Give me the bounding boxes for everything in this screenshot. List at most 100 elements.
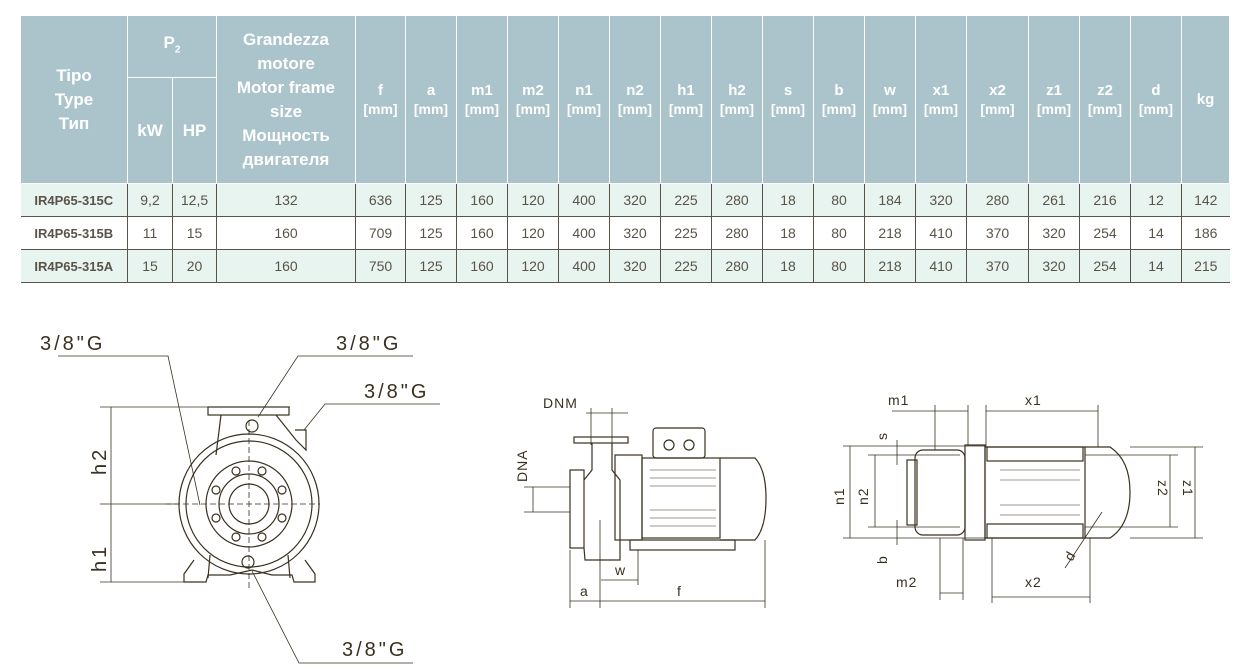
dimension-cell: 216 xyxy=(1079,183,1131,217)
header-dim: d[mm] xyxy=(1130,15,1182,184)
header-dim-label: h2 xyxy=(728,81,746,99)
dimension-cell: 80 xyxy=(813,249,865,283)
dimension-cell: 14 xyxy=(1130,216,1182,250)
header-unit: [mm] xyxy=(821,100,857,117)
header-dim: n1[mm] xyxy=(558,15,610,184)
header-hp: HP xyxy=(172,77,217,184)
header-dim: f[mm] xyxy=(355,15,406,184)
dimension-cell: 400 xyxy=(558,249,610,283)
frame-cell: 132 xyxy=(216,183,356,217)
frame-cell: 160 xyxy=(216,216,356,250)
header-dim: m1[mm] xyxy=(456,15,508,184)
kw-cell: 11 xyxy=(127,216,173,250)
header-p2: P2 xyxy=(127,15,217,78)
header-unit: [mm] xyxy=(464,100,500,117)
header-type-ru: Тип xyxy=(58,113,90,133)
header-frame-line: двигателя xyxy=(242,149,330,169)
header-unit: [mm] xyxy=(1087,100,1123,117)
dim-a-label: a xyxy=(580,583,589,599)
type-cell: IR4P65-315B xyxy=(20,216,128,250)
dimension-cell: 370 xyxy=(966,216,1029,250)
header-unit: [mm] xyxy=(923,100,959,117)
bracket xyxy=(614,454,643,541)
motor-fins xyxy=(650,469,716,527)
header-dim: n2[mm] xyxy=(609,15,661,184)
suction-flange xyxy=(569,469,585,549)
dimension-cell: 261 xyxy=(1028,183,1080,217)
dim-x2-label: x2 xyxy=(1025,574,1042,590)
header-dim: z1[mm] xyxy=(1028,15,1080,184)
port-label: 3/8"G xyxy=(364,381,429,403)
header-unit: [mm] xyxy=(413,100,449,117)
header-frame-line: Мощность xyxy=(242,125,330,145)
dim-d-label: d xyxy=(1061,548,1079,564)
port-plug-bottom xyxy=(241,555,255,569)
dimension-cell: 254 xyxy=(1079,249,1131,283)
terminal-box xyxy=(652,427,706,459)
header-unit: [mm] xyxy=(617,100,653,117)
leader-lines xyxy=(58,355,440,664)
kw-cell: 9,2 xyxy=(127,183,173,217)
header-dim-label: n2 xyxy=(626,81,644,99)
dim-dna-label: DNA xyxy=(514,449,530,482)
dimension-cell: 320 xyxy=(1028,216,1080,250)
dimension-cell: 160 xyxy=(456,216,508,250)
header-p2-label: P xyxy=(163,32,175,52)
header-dim: s[mm] xyxy=(762,15,814,184)
dimension-cell: 709 xyxy=(355,216,406,250)
motor-body xyxy=(641,457,721,539)
weight-cell: 186 xyxy=(1181,216,1230,250)
volute-outline xyxy=(215,414,307,456)
dimension-cell: 125 xyxy=(405,249,457,283)
header-dim: h1[mm] xyxy=(660,15,712,184)
motor-fan-cover xyxy=(720,457,767,541)
header-dim: x1[mm] xyxy=(915,15,967,184)
header-dim-label: x2 xyxy=(989,81,1006,99)
header-frame-line: Motor frame xyxy=(236,77,336,97)
dimension-cell: 320 xyxy=(609,216,661,250)
dim-x1-label: x1 xyxy=(1025,392,1042,408)
dim-h1-label: h1 xyxy=(89,544,111,572)
dimension-cell: 636 xyxy=(355,183,406,217)
dimension-cell: 320 xyxy=(915,183,967,217)
port-label: 3/8"G xyxy=(342,639,407,661)
side-view-drawing: DNM DNA a f w xyxy=(514,395,767,608)
dimension-cell: 80 xyxy=(813,183,865,217)
frame-cell: 160 xyxy=(216,249,356,283)
feet-ribs xyxy=(207,554,291,579)
pump-body xyxy=(914,449,966,536)
dimension-cell: 225 xyxy=(660,183,712,217)
dimension-cell: 280 xyxy=(711,216,763,250)
header-dim-label: m1 xyxy=(471,81,493,99)
dimension-cell: 225 xyxy=(660,216,712,250)
dim-dnm-label: DNM xyxy=(543,395,578,411)
dimension-cell: 218 xyxy=(864,216,916,250)
dimension-cell: 120 xyxy=(507,183,559,217)
header-dim-label: m2 xyxy=(522,81,544,99)
port-label: 3/8"G xyxy=(40,333,105,355)
dimension-cell: 18 xyxy=(762,249,814,283)
header-dim: h2[mm] xyxy=(711,15,763,184)
motor-foot-bottom xyxy=(986,523,1084,539)
weight-cell: 142 xyxy=(1181,183,1230,217)
header-unit: [mm] xyxy=(363,100,398,117)
header-unit: [mm] xyxy=(1138,100,1174,117)
dimension-cell: 320 xyxy=(1028,249,1080,283)
dimension-cell: 400 xyxy=(558,216,610,250)
dimension-cell: 120 xyxy=(507,216,559,250)
bracket xyxy=(964,444,986,541)
dim-z1-label: z1 xyxy=(1180,480,1196,497)
dimension-cell: 370 xyxy=(966,249,1029,283)
header-dim: a[mm] xyxy=(405,15,457,184)
header-unit: [mm] xyxy=(719,100,755,117)
dim-h2-label: h2 xyxy=(89,447,111,475)
header-dim-label: f xyxy=(378,81,383,99)
dimension-cell: 410 xyxy=(915,216,967,250)
header-frame: Grandezza motore Motor frame size Мощнос… xyxy=(216,15,356,184)
dim-m2-label: m2 xyxy=(896,574,917,590)
motor-base xyxy=(629,539,736,551)
motor-fins xyxy=(1000,469,1080,516)
front-view-drawing: 3/8"G 3/8"G 3/8"G 3/8"G h2 h1 xyxy=(40,333,440,664)
